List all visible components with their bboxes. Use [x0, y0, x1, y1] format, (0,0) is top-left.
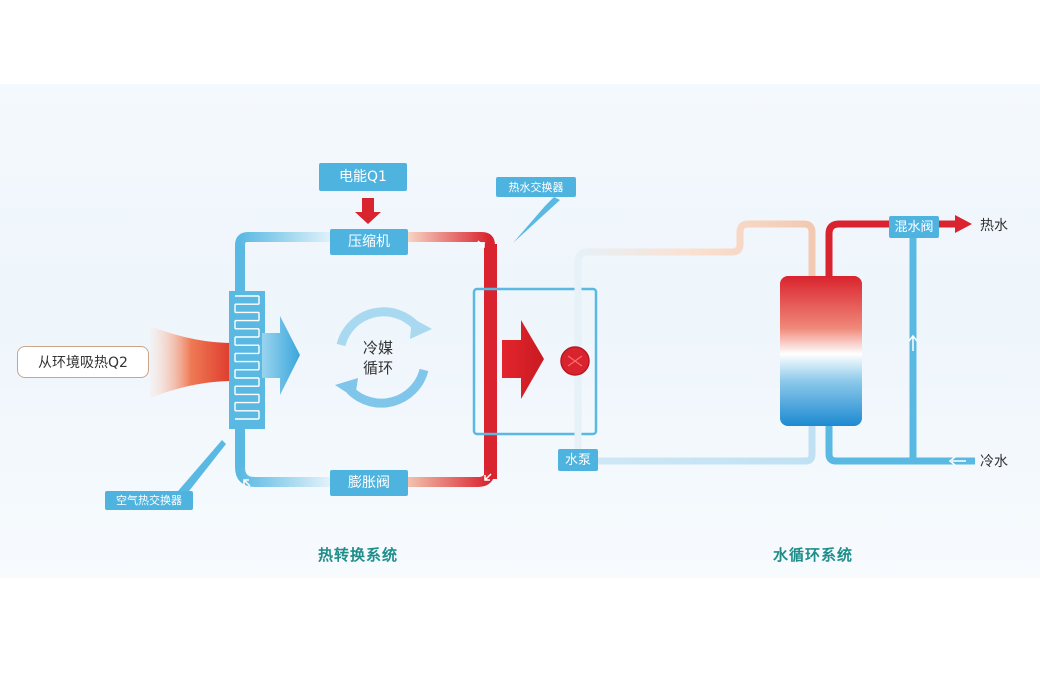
- hot-water-arrow-icon: [955, 215, 972, 233]
- cold-water-label: 冷水: [980, 454, 1008, 470]
- hot-water-pipe: [825, 220, 957, 276]
- water-circulation-section-title: 水循环系统: [773, 546, 854, 564]
- refrigerant-pipe-top-left: [235, 232, 335, 471]
- cold-water-pipe: [825, 426, 975, 465]
- flow-arrow-icon: [484, 473, 492, 481]
- heat-transfer-section-title: 热转换系统: [318, 546, 399, 564]
- hot-water-exchanger-label: 热水交换器: [496, 177, 576, 197]
- water-pipe-return: [574, 425, 816, 466]
- heat-absorb-arrow: [262, 316, 300, 395]
- air-heat-exchanger-coil: [229, 291, 265, 429]
- bypass-up-arrow-icon: [908, 334, 918, 351]
- refrigerant-cycle-arrows: [335, 307, 432, 408]
- air-exchanger-callout-pointer: [172, 440, 226, 500]
- refrigerant-cycle-line1: 冷媒: [362, 339, 393, 357]
- water-tank: [780, 276, 862, 426]
- flow-arrow-icon: [243, 479, 251, 487]
- hot-water-label: 热水: [980, 218, 1008, 234]
- refrigerant-cycle-line2: 循环: [362, 359, 393, 377]
- cold-water-in-arrow-icon: [948, 456, 966, 466]
- air-heat-exchanger-label: 空气热交换器: [105, 491, 193, 510]
- ambient-heat-flow: [150, 326, 232, 398]
- pump-outline: [560, 346, 590, 376]
- pump-impeller-icon: [567, 355, 583, 367]
- coil-tubing: [234, 295, 260, 420]
- water-pipe-loop: [574, 220, 816, 449]
- refrigerant-cycle-label: 冷媒 循环: [358, 338, 398, 378]
- hot-water-exchanger-frame: [472, 287, 598, 436]
- energy-input-label: 电能Q1: [319, 163, 407, 191]
- refrigerant-pipe-bottom-right: [405, 469, 495, 487]
- refrigerant-pipe-right: [484, 244, 497, 479]
- ambient-heat-label: 从环境吸热Q2: [17, 346, 149, 378]
- pump-label: 水泵: [558, 449, 598, 471]
- expansion-valve-label: 膨胀阀: [330, 470, 408, 496]
- mixing-valve-label: 混水阀: [889, 216, 939, 238]
- flow-arrow-icon: [477, 240, 485, 248]
- exchanger-callout-pointer: [513, 197, 560, 243]
- heat-release-arrow: [502, 320, 544, 399]
- compressor-label: 压缩机: [330, 229, 408, 255]
- energy-input-arrow: [355, 198, 381, 224]
- refrigerant-pipe-bottom-left: [235, 466, 330, 487]
